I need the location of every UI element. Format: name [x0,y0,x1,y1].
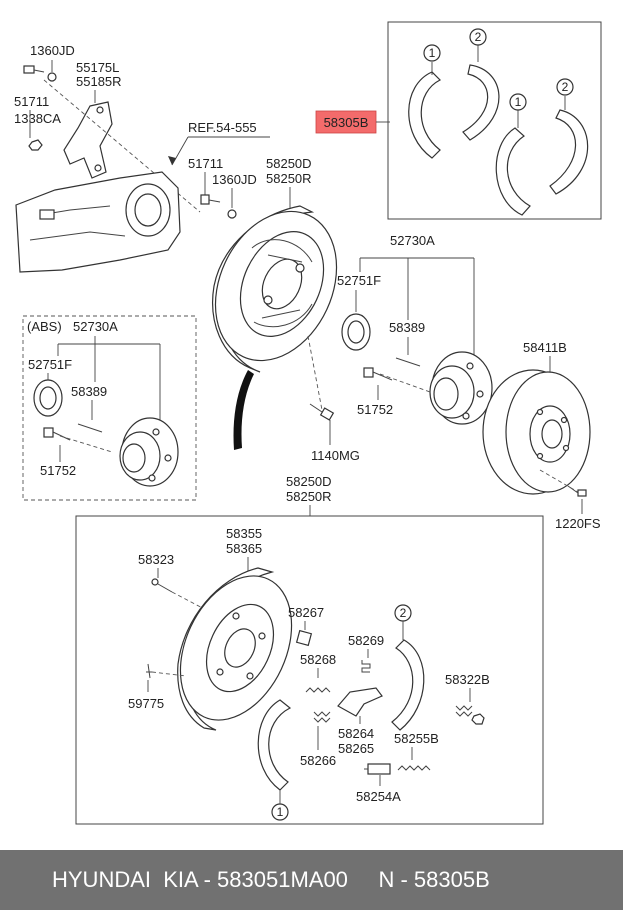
callout-2-top-a: 2 [469,28,487,46]
strut-58264 [337,687,383,717]
label-58264: 58264 [338,726,374,741]
stud-58389-a [395,357,421,367]
highlighted-part-58305b[interactable]: 58305B [315,110,390,134]
label-58389-a: 58389 [389,320,425,335]
label-58355: 58355 [226,526,262,541]
brake-shoe-2-lower [549,96,589,195]
label-1338ca: 1338CA [14,111,61,126]
brake-shoe-2-upper [462,45,500,141]
hub-bearing-assembly-b [119,417,179,487]
parts-diagram: 1 2 1 2 58305B 1360JD 55175L 55185R 5171… [14,21,602,825]
backing-plate-exploded-box [75,515,544,825]
label-58250r-b: 58250R [286,489,332,504]
label-1220fs: 1220FS [555,516,601,531]
label-58269: 58269 [348,633,384,648]
nut-1360jd-b [227,209,237,219]
callout-1-bottom: 1 [271,803,289,821]
label-55175l: 55175L [76,60,119,75]
brake-shoe-kit-box [387,21,602,220]
label-51711-b: 51711 [188,156,223,171]
svg-text:2: 2 [475,30,482,44]
svg-text:2: 2 [400,606,407,620]
svg-text:1: 1 [429,46,436,60]
label-abs: (ABS) [27,319,62,334]
adjuster-58254a [364,763,391,775]
brake-shoe-1-bottom [257,699,292,791]
abs-sensor-ring-b [33,379,63,417]
bolt-51711-b [200,194,221,205]
bolt-1140mg [309,403,335,421]
svg-text:58305B: 58305B [324,115,369,130]
label-58250d-b: 58250D [286,474,332,489]
bolt-51752-b [43,427,71,441]
svg-text:1: 1 [515,95,522,109]
label-58250d-a: 58250D [266,156,312,171]
abs-variant-box [22,315,197,501]
spring-58266 [313,711,331,723]
label-58268: 58268 [300,652,336,667]
label-1140mg: 1140MG [311,448,360,463]
spring-58322b [455,705,485,725]
spring-58255b [397,765,431,771]
label-58323: 58323 [138,552,174,567]
label-52730a-a: 52730A [390,233,435,248]
callout-2-bottom: 2 [394,604,412,622]
part-number-footer: HYUNDAI KIA - 583051MA00 N - 58305B [0,850,623,910]
label-58267: 58267 [288,605,324,620]
label-1360jd-a: 1360JD [30,43,75,58]
label-1360jd-b: 1360JD [212,172,257,187]
label-58265: 58265 [338,741,374,756]
label-52751f-a: 52751F [337,273,381,288]
spring-58269 [361,660,371,673]
svg-text:1: 1 [277,805,284,819]
pin-58323 [151,578,173,593]
direction-arrow [233,370,254,450]
label-58255b: 58255B [394,731,439,746]
label-52730a-b: 52730A [73,319,118,334]
clip-58267 [295,629,313,647]
label-58254a: 58254A [356,789,401,804]
label-58266: 58266 [300,753,336,768]
label-58411b: 58411B [523,340,567,355]
backing-plate-assembly [212,205,338,373]
label-59775: 59775 [128,696,164,711]
brake-shoe-1-upper [408,62,442,159]
callout-1-top-b: 1 [509,93,527,111]
brake-shoe-1-lower [495,110,531,216]
bolt-51711-a [23,65,45,74]
label-58389-b: 58389 [71,384,107,399]
label-52751f-b: 52751F [28,357,72,372]
stud-58389-b [77,423,103,433]
brake-disc [482,369,591,495]
bolt-51752-a [363,367,393,381]
nut-1360jd-a [47,72,57,82]
label-58365: 58365 [226,541,262,556]
svg-text:2: 2 [562,80,569,94]
callout-2-top-b: 2 [556,78,574,96]
label-51711-a: 51711 [14,94,49,109]
bracket-55175l [63,101,113,179]
nut-1338ca [28,139,43,151]
cable-59775 [146,663,152,679]
label-ref: REF.54-555 [188,120,257,135]
label-58250r-a: 58250R [266,171,312,186]
label-55185r: 55185R [76,74,122,89]
callout-1-top-a: 1 [423,44,441,62]
label-58322b: 58322B [445,672,490,687]
hub-bearing-assembly-a [429,351,493,425]
label-51752-a: 51752 [357,402,393,417]
backing-plate [177,567,293,731]
abs-sensor-ring-a [341,313,371,351]
brake-shoe-2-bottom [391,639,425,731]
spring-58268 [305,687,331,693]
label-51752-b: 51752 [40,463,76,478]
knuckle [15,171,181,273]
